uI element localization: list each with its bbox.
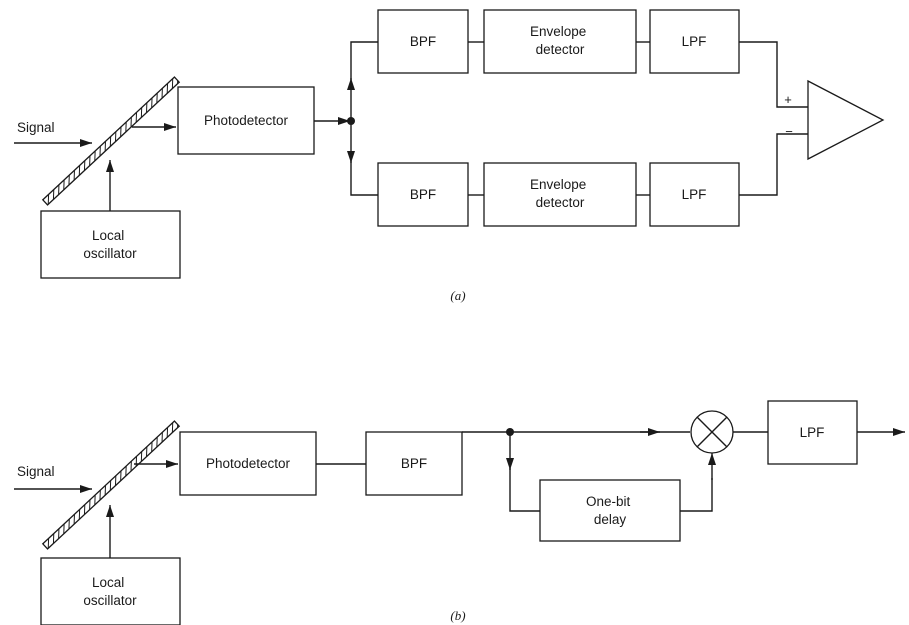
local-oscillator-box-a — [40, 210, 181, 279]
beam-splitter-b — [41, 420, 181, 550]
diagram-a: Signal Local oscillator Photodetector BP… — [14, 9, 885, 303]
lower-split-wire-a — [350, 161, 378, 196]
mixer-b — [690, 410, 734, 454]
bpf-label-upper-a: BPF — [410, 34, 436, 49]
comparator-plus-a: + — [784, 92, 792, 107]
comparator-minus-a: − — [785, 124, 793, 139]
delay-to-mixer-wire-b — [680, 478, 713, 512]
bpf-label-lower-a: BPF — [410, 187, 436, 202]
beam-splitter-a — [41, 76, 181, 206]
photodetector-label-a: Photodetector — [204, 113, 289, 128]
lpf-label-b: LPF — [800, 425, 825, 440]
envelope-detector-box-lower-a — [483, 162, 637, 227]
bpf-box-lower-a — [377, 162, 469, 227]
photodetector-box-a — [177, 86, 315, 155]
lpf-label-lower-a: LPF — [682, 187, 707, 202]
photodetector-box-b — [179, 431, 317, 496]
envelope-detector-label-upper-a: Envelope detector — [530, 24, 590, 57]
signal-label-a: Signal — [17, 120, 55, 135]
comparator-a — [807, 79, 885, 161]
lpf-label-upper-a: LPF — [682, 34, 707, 49]
envelope-detector-box-upper-a — [483, 9, 637, 74]
local-oscillator-box-b — [40, 557, 181, 625]
signal-label-b: Signal — [17, 464, 55, 479]
local-oscillator-label-b: Local oscillator — [83, 575, 137, 608]
bpf-label-b: BPF — [401, 456, 427, 471]
one-bit-delay-label-b: One-bit delay — [586, 494, 634, 527]
caption-b: (b) — [450, 608, 465, 623]
lpf-box-lower-a — [649, 162, 740, 227]
lpf-to-minus-wire-a — [739, 133, 808, 196]
one-bit-delay-box-b — [539, 479, 681, 542]
photodetector-label-b: Photodetector — [206, 456, 291, 471]
envelope-detector-label-lower-a: Envelope detector — [530, 177, 590, 210]
local-oscillator-label-a: Local oscillator — [83, 228, 137, 261]
lpf-box-upper-a — [649, 9, 740, 74]
caption-a: (a) — [450, 288, 465, 303]
lpf-box-b — [767, 400, 858, 465]
diagram-b: Signal Local oscillator Photodetector BP… — [14, 400, 905, 625]
bpf-box-upper-a — [377, 9, 469, 74]
lpf-to-plus-wire-a — [739, 41, 808, 108]
bpf-box-b — [365, 431, 463, 496]
upper-split-wire-a — [350, 41, 378, 80]
delay-feed-wire-b — [509, 468, 540, 512]
